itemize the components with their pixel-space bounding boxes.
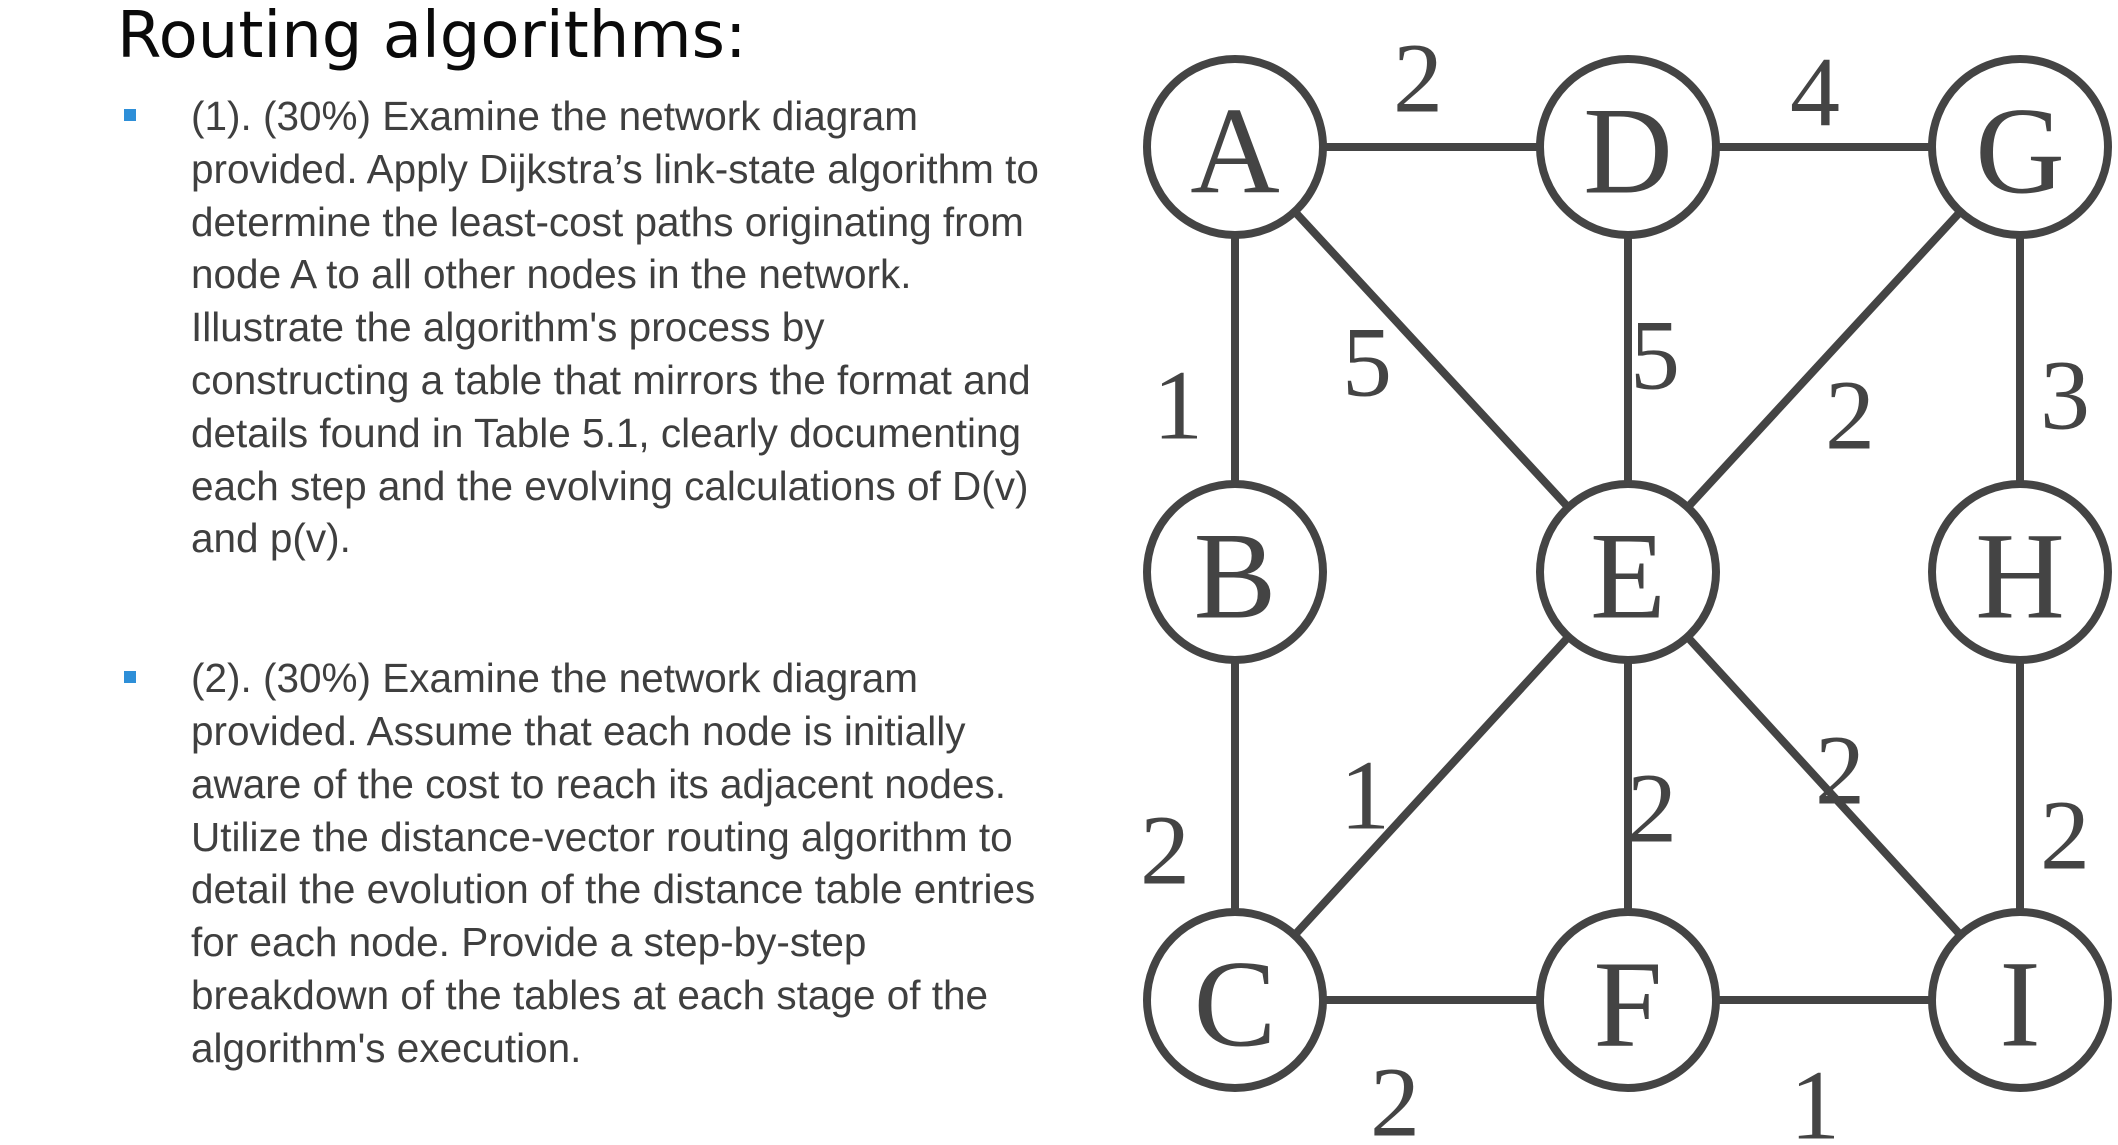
node-h: H <box>1928 480 2112 664</box>
square-bullet-icon <box>124 671 136 684</box>
node-i: I <box>1928 908 2112 1092</box>
network-nodes: A D G B E H C F I <box>1143 55 2112 1092</box>
node-label: I <box>1999 936 2040 1073</box>
node-label: F <box>1594 936 1663 1073</box>
node-circle <box>1536 480 1720 664</box>
node-circle <box>1928 908 2112 1092</box>
node-circle <box>1143 908 1327 1092</box>
edge-a-e <box>1232 144 1631 575</box>
node-label: B <box>1194 508 1277 645</box>
node-g: G <box>1928 55 2112 239</box>
edge-weight-c-f: 2 <box>1370 1047 1420 1145</box>
edge-weight-g-e: 2 <box>1825 360 1875 471</box>
question-item-2: (2). (30%) Examine the network diagram p… <box>117 652 1117 1074</box>
edge-e-i <box>1625 569 2023 1003</box>
edge-weights: 2 4 1 5 5 2 3 2 1 2 2 2 2 1 <box>1140 23 2090 1145</box>
node-c: C <box>1143 908 1327 1092</box>
edge-weight-b-c: 2 <box>1140 795 1190 906</box>
node-label: C <box>1194 936 1277 1073</box>
node-label: G <box>1975 83 2065 220</box>
node-circle <box>1143 480 1327 664</box>
edge-weight-a-b: 1 <box>1153 350 1203 461</box>
node-circle <box>1928 480 2112 664</box>
edge-weight-g-h: 3 <box>2040 340 2090 451</box>
node-label: H <box>1975 508 2065 645</box>
edge-weight-a-d: 2 <box>1393 23 1443 134</box>
edge-weight-e-f: 2 <box>1627 753 1677 864</box>
node-circle <box>1536 908 1720 1092</box>
question-list: (1). (30%) Examine the network diagram p… <box>117 90 1117 1075</box>
edge-weight-a-e: 5 <box>1342 307 1392 418</box>
question-item-1: (1). (30%) Examine the network diagram p… <box>117 90 1117 565</box>
node-circle <box>1928 55 2112 239</box>
edge-weight-e-c: 1 <box>1340 740 1390 851</box>
node-label: D <box>1583 83 1673 220</box>
edge-weight-d-e: 5 <box>1630 300 1680 411</box>
node-a: A <box>1143 55 1327 239</box>
edge-weight-f-i: 1 <box>1790 1050 1840 1145</box>
node-label: A <box>1190 83 1280 220</box>
question-text-1: (1). (30%) Examine the network diagram p… <box>191 93 1039 562</box>
slide-title: Routing algorithms: <box>117 0 747 73</box>
node-circle <box>1143 55 1327 239</box>
node-d: D <box>1536 55 1720 239</box>
edge-weight-d-g: 4 <box>1790 37 1840 148</box>
node-label: E <box>1590 508 1666 645</box>
node-f: F <box>1536 908 1720 1092</box>
edge-weight-e-i: 2 <box>1815 715 1865 826</box>
square-bullet-icon <box>124 109 136 121</box>
edge-g-e <box>1625 144 2023 575</box>
node-circle <box>1536 55 1720 239</box>
edge-weight-h-i: 2 <box>2040 780 2090 891</box>
node-b: B <box>1143 480 1327 664</box>
edge-e-c <box>1232 569 1631 1003</box>
node-e: E <box>1536 480 1720 664</box>
question-text-2: (2). (30%) Examine the network diagram p… <box>191 655 1036 1071</box>
